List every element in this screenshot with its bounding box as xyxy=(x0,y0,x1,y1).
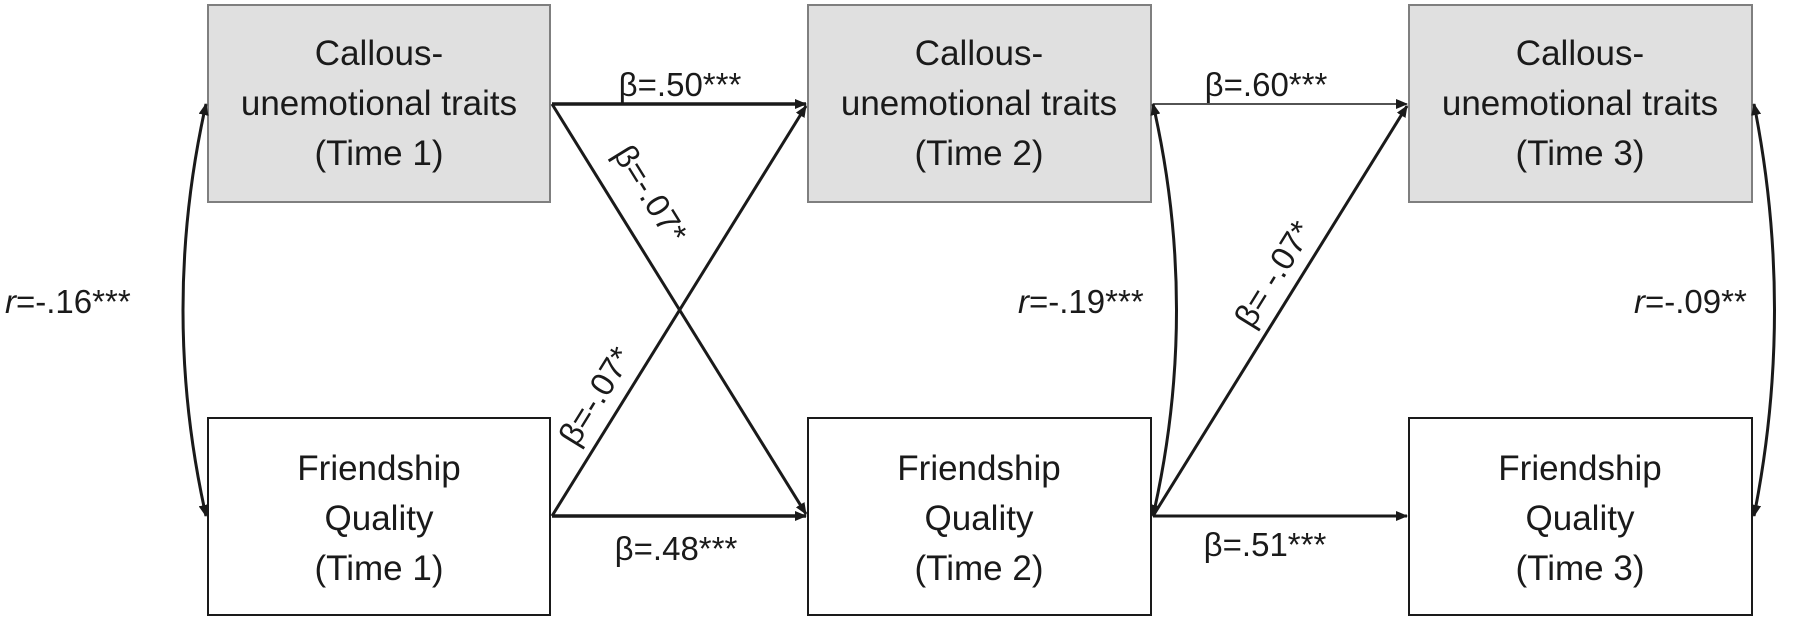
node-fq-time2-line2: Quality xyxy=(925,499,1034,538)
node-fq-time1-line3: (Time 1) xyxy=(315,549,444,588)
path-arrow-fq2-cu3 xyxy=(1151,105,1409,517)
correlation-arc-time2 xyxy=(1150,103,1178,517)
node-cu-time1-line1: Callous- xyxy=(315,34,443,73)
node-fq-time1-line1: Friendship xyxy=(297,449,460,488)
node-cu-time3-box xyxy=(1408,4,1753,203)
node-cu-time3-line2: unemotional traits xyxy=(1442,84,1718,123)
label-correlation-time1: r=-.16*** xyxy=(5,283,131,320)
label-correlation-time2: r=-.19*** xyxy=(1018,283,1144,320)
node-cu-time2: Callous- unemotional traits (Time 2) xyxy=(807,4,1152,203)
node-fq-time2-line1: Friendship xyxy=(897,449,1060,488)
label-correlation-time3-symbol: r xyxy=(1634,283,1647,320)
node-fq-time2-line3: (Time 2) xyxy=(915,549,1044,588)
label-path-cu1-cu2: β=.50*** xyxy=(619,66,742,103)
node-fq-time3-box xyxy=(1408,417,1753,616)
label-path-cu2-cu3: β=.60*** xyxy=(1205,66,1328,103)
label-correlation-time3: r=-.09** xyxy=(1634,283,1747,320)
node-fq-time1: Friendship Quality (Time 1) xyxy=(207,417,551,616)
node-fq-time2-box xyxy=(807,417,1152,616)
label-correlation-time2-value: =-.19*** xyxy=(1029,283,1144,320)
node-cu-time3-line1: Callous- xyxy=(1516,34,1644,73)
label-path-cu1-fq2: β=-.07* xyxy=(607,138,695,249)
label-correlation-time3-value: =-.09** xyxy=(1645,283,1747,320)
node-cu-time1-line3: (Time 1) xyxy=(315,134,444,173)
node-fq-time2: Friendship Quality (Time 2) xyxy=(807,417,1152,616)
node-cu-time2-line3: (Time 2) xyxy=(915,134,1044,173)
label-path-fq2-fq3: β=.51*** xyxy=(1204,526,1327,563)
node-fq-time3-line3: (Time 3) xyxy=(1516,549,1645,588)
node-cu-time2-line2: unemotional traits xyxy=(841,84,1117,123)
path-arrow-fq1-cu2 xyxy=(550,105,808,517)
correlation-arc-time1 xyxy=(181,103,209,517)
node-cu-time1-box xyxy=(207,4,551,203)
node-cu-time2-line1: Callous- xyxy=(915,34,1043,73)
node-fq-time3: Friendship Quality (Time 3) xyxy=(1408,417,1753,616)
node-fq-time3-line2: Quality xyxy=(1526,499,1635,538)
node-cu-time3-line3: (Time 3) xyxy=(1516,134,1645,173)
label-correlation-time2-symbol: r xyxy=(1018,283,1031,320)
label-path-fq1-fq2: β=.48*** xyxy=(615,530,738,567)
correlation-arc-time3 xyxy=(1751,103,1776,517)
node-fq-time3-line1: Friendship xyxy=(1498,449,1661,488)
label-correlation-time1-symbol: r xyxy=(5,283,18,320)
node-cu-time1: Callous- unemotional traits (Time 1) xyxy=(207,4,551,203)
node-fq-time1-line2: Quality xyxy=(325,499,434,538)
node-fq-time1-box xyxy=(207,417,551,616)
label-correlation-time1-value: =-.16*** xyxy=(16,283,131,320)
label-path-fq2-cu3: β= -.07* xyxy=(1227,214,1320,333)
node-cu-time2-box xyxy=(807,4,1152,203)
node-cu-time1-line2: unemotional traits xyxy=(241,84,517,123)
node-cu-time3: Callous- unemotional traits (Time 3) xyxy=(1408,4,1753,203)
